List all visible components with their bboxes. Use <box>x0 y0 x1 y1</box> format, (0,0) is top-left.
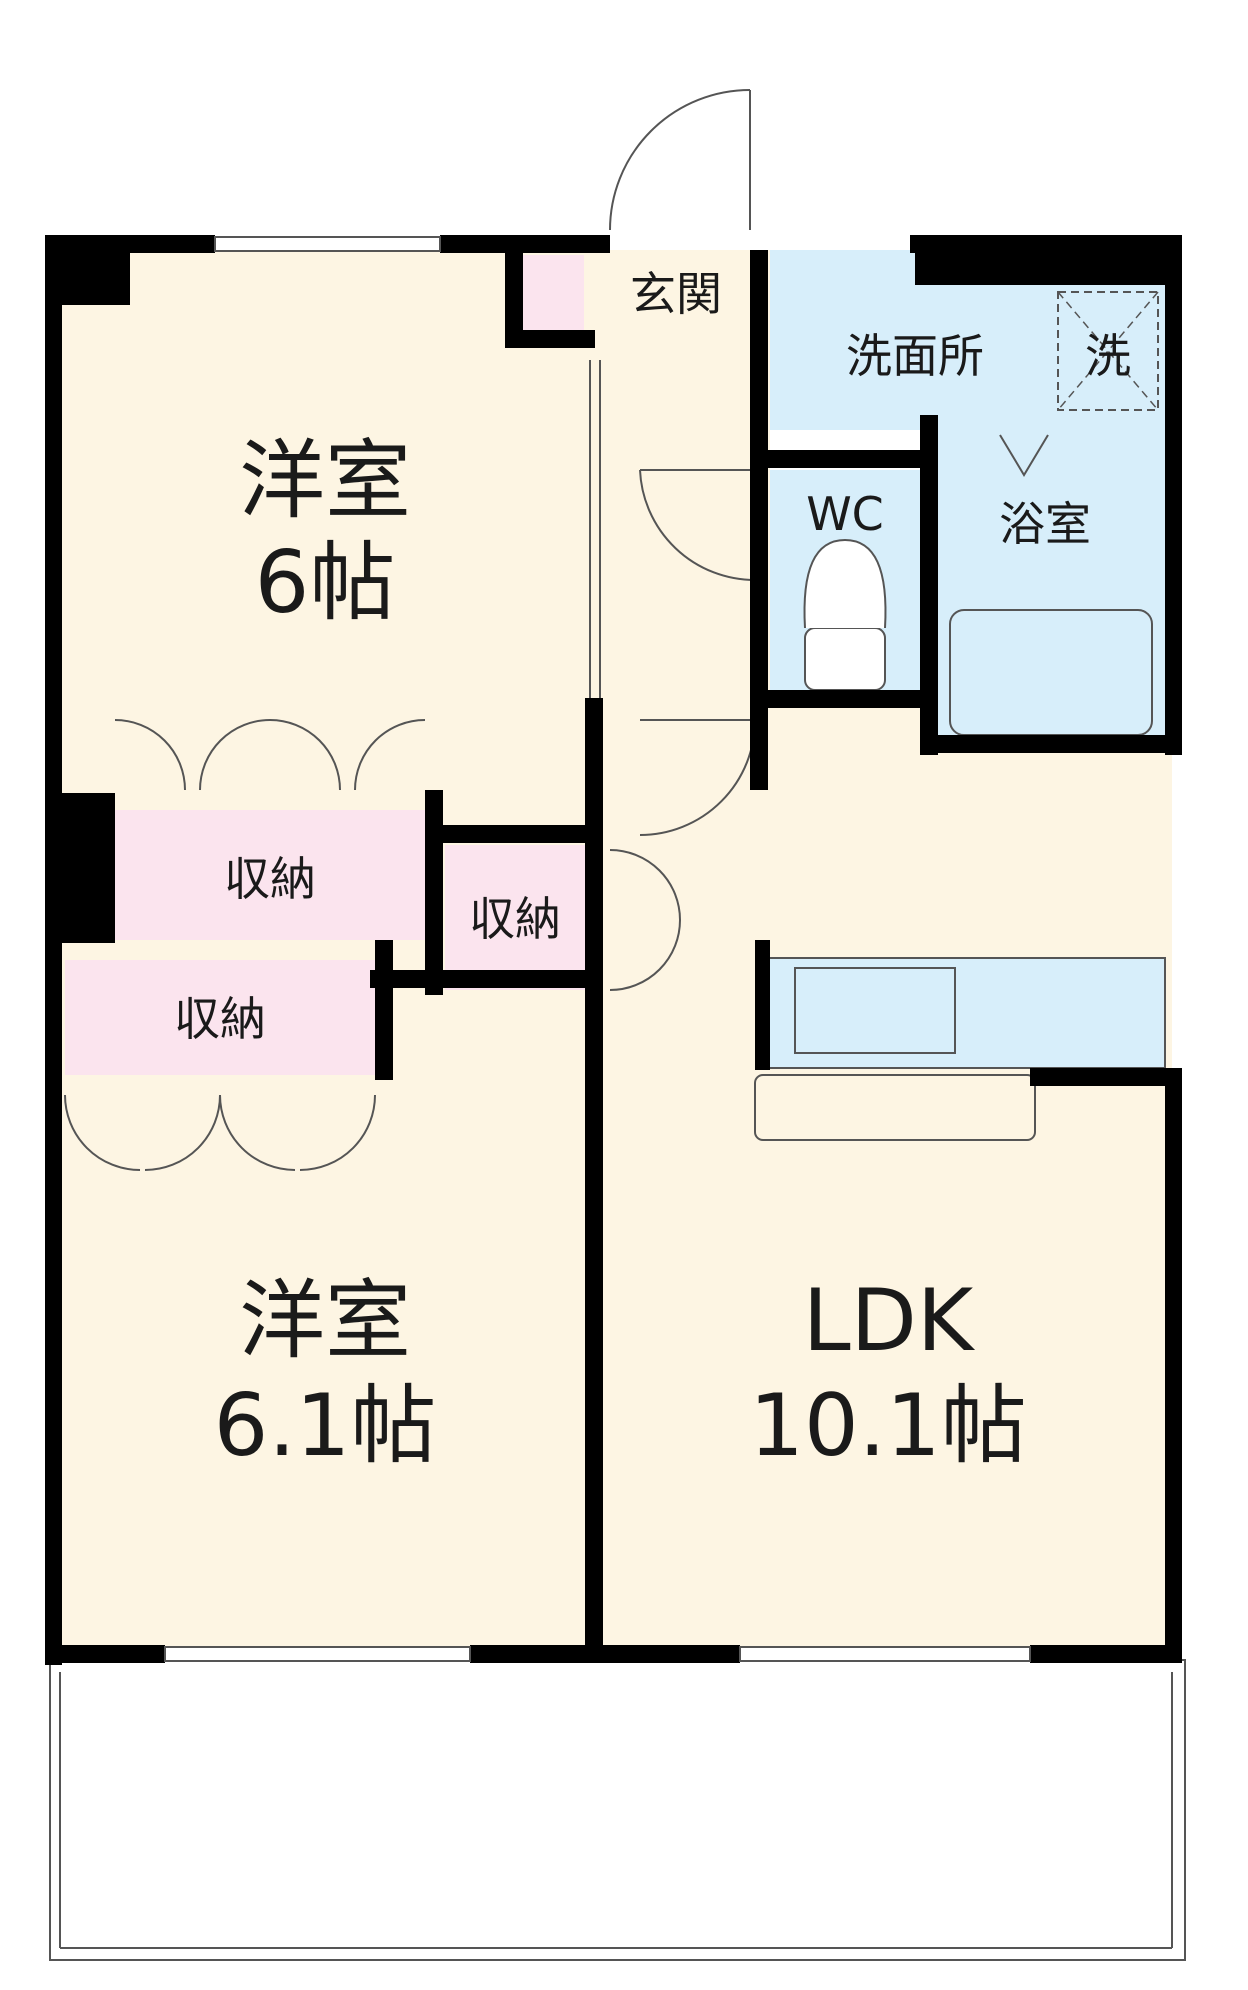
western-room-1-size: 6帖 <box>255 533 396 633</box>
bathroom-label: 浴室 <box>999 497 1091 551</box>
walls <box>45 235 1182 1665</box>
western-room-2-size: 6.1帖 <box>214 1376 437 1476</box>
toilet-tank <box>804 627 886 691</box>
ldk-size: 10.1帖 <box>749 1376 1026 1476</box>
washroom-label: 洗面所 <box>846 329 984 383</box>
kitchen-sink <box>794 967 956 1054</box>
toilet-bowl <box>803 538 887 629</box>
windows <box>164 236 1031 1662</box>
storage-area-1 <box>115 810 425 940</box>
shoe-cabinet <box>522 255 584 330</box>
western-room-2-name: 洋室 <box>239 1271 411 1371</box>
toilet-label: WC <box>806 487 884 541</box>
washer-label: 洗 <box>1085 329 1131 383</box>
storage-1-label: 収納 <box>224 852 316 906</box>
kitchen-bar <box>754 1074 1036 1141</box>
storage-area-3 <box>65 960 375 1075</box>
entrance-label: 玄関 <box>630 267 722 321</box>
ldk-floor <box>600 700 1172 1660</box>
western-room-1-name: 洋室 <box>239 431 411 531</box>
storage-2-label: 収納 <box>469 892 561 946</box>
storage-area-2 <box>445 845 590 990</box>
balcony <box>49 1659 1186 1961</box>
washer-pan <box>1057 291 1159 411</box>
storage-3-label: 収納 <box>174 992 266 1046</box>
ldk-name: LDK <box>803 1271 976 1371</box>
bathtub <box>949 609 1153 736</box>
